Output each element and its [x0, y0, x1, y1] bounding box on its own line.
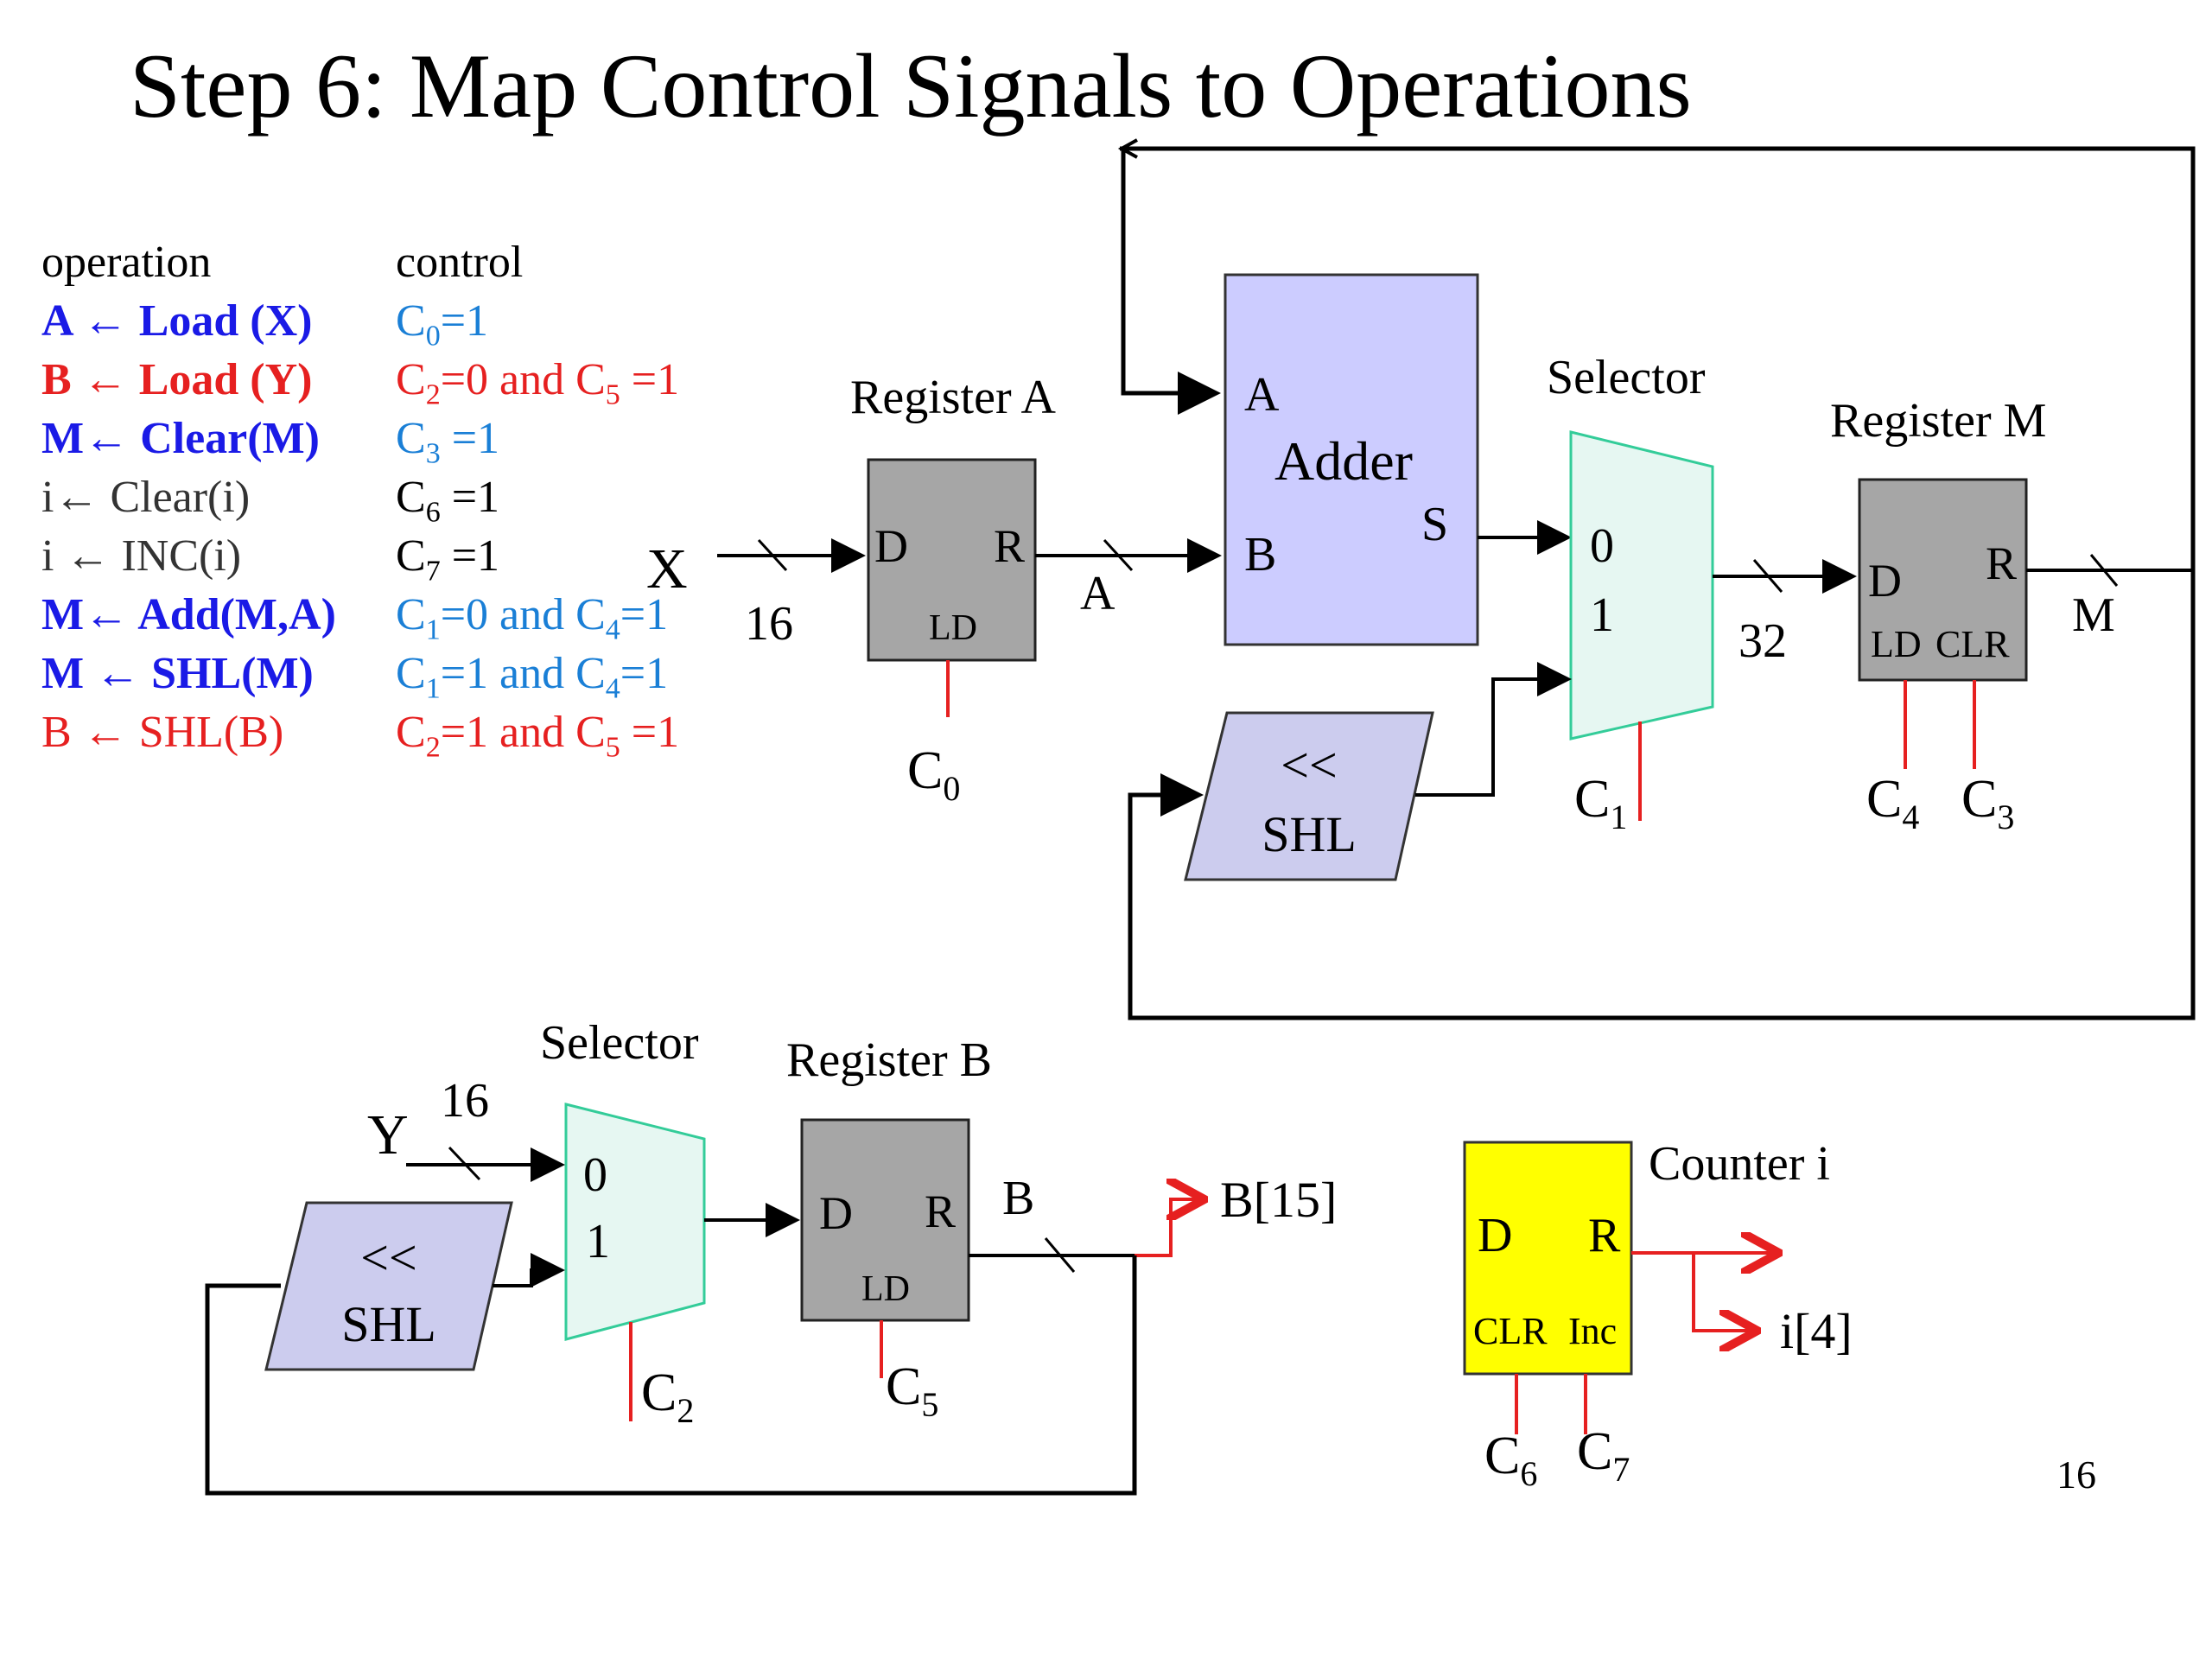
register-m-clr: CLR	[1936, 623, 2010, 665]
wire-b-label: B	[1002, 1172, 1034, 1225]
left-arrow-icon: ←	[82, 708, 128, 757]
register-b-ld: LD	[861, 1269, 910, 1309]
i4-label: i[4]	[1780, 1303, 1853, 1359]
wire-m-label: M	[2072, 588, 2115, 642]
control-cell: C7 =1	[396, 531, 500, 588]
control-cell: C1=0 and C4=1	[396, 590, 669, 646]
wire-shl-bottom-loop	[205, 1255, 1137, 1496]
register-a-d: D	[874, 520, 908, 572]
selector-top: Selector 0 1 C1	[1547, 351, 1714, 836]
operation-header: operation	[41, 238, 212, 287]
register-m-control-clr: C3	[1961, 770, 2014, 836]
operation-cell: B ← Load (Y)	[41, 355, 313, 404]
adder: A Adder B S	[1224, 273, 1479, 646]
left-arrow-icon: ←	[84, 414, 130, 463]
wire-shl-top-loop	[1128, 570, 2196, 1020]
page-number: 16	[2056, 1452, 2096, 1497]
counter-control-inc: C7	[1577, 1422, 1630, 1489]
shl-bottom: << SHL	[264, 1201, 513, 1371]
register-b-d: D	[819, 1187, 853, 1239]
register-m: Register M D R LD CLR C4 C3	[1830, 394, 2046, 836]
operation-cell: M← Clear(M)	[41, 414, 320, 463]
control-cell: C1=1 and C4=1	[396, 649, 669, 705]
register-a: Register A D R LD C0	[850, 371, 1057, 808]
control-cell: C3 =1	[396, 414, 500, 470]
wire-shl-bottom-out	[493, 1253, 565, 1287]
adder-in-a: A	[1244, 368, 1280, 422]
register-b: Register B D R LD C5	[786, 1033, 992, 1424]
input-x: X	[646, 537, 688, 601]
adder-in-b: B	[1244, 528, 1276, 582]
control-cell: C2=1 and C5 =1	[396, 708, 680, 764]
left-arrow-icon: ←	[65, 531, 111, 581]
control-cell: C0=1	[396, 296, 489, 353]
shl-bottom-line2: SHL	[341, 1296, 436, 1352]
operation-cell: A ← Load (X)	[41, 296, 313, 346]
control-cell: C2=0 and C5 =1	[396, 355, 680, 411]
page-title: Step 6: Map Control Signals to Operation…	[130, 35, 1692, 137]
adder-out-s: S	[1421, 498, 1448, 551]
adder-title: Adder	[1274, 430, 1413, 492]
operation-cell: B ← SHL(B)	[41, 708, 284, 757]
register-b-title: Register B	[786, 1033, 992, 1087]
left-arrow-icon: ←	[54, 473, 99, 522]
selector-top-in0: 0	[1590, 519, 1614, 573]
selector-top-control: C1	[1574, 770, 1627, 836]
width-32: 32	[1738, 614, 1787, 668]
left-arrow-icon: ←	[95, 649, 141, 698]
wire-i4	[1692, 1253, 1754, 1331]
register-a-ld: LD	[929, 608, 977, 648]
wire-b15	[1135, 1199, 1201, 1257]
counter-title: Counter i	[1649, 1137, 1830, 1191]
width-x: 16	[745, 597, 793, 651]
register-b-control: C5	[886, 1357, 938, 1424]
selector-bottom-in1: 1	[586, 1215, 610, 1268]
shl-bottom-line1: <<	[360, 1230, 416, 1286]
counter-clr: CLR	[1473, 1310, 1548, 1352]
register-a-title: Register A	[850, 371, 1057, 424]
selector-bottom-title: Selector	[540, 1016, 699, 1070]
counter-i: Counter i D R CLR Inc C6 C7	[1463, 1137, 1830, 1493]
control-cell: C6 =1	[396, 473, 500, 529]
width-y: 16	[441, 1074, 489, 1128]
wire-a-label: A	[1080, 567, 1116, 620]
left-arrow-icon: ←	[82, 355, 128, 404]
left-arrow-icon: ←	[82, 296, 128, 346]
register-m-control-ld: C4	[1866, 770, 1919, 836]
wire-shl-top-out	[1415, 662, 1572, 797]
selector-top-title: Selector	[1547, 351, 1706, 404]
counter-control-clr: C6	[1484, 1427, 1537, 1493]
b15-label: B[15]	[1220, 1172, 1337, 1228]
register-m-r: R	[1986, 537, 2017, 589]
control-header: control	[396, 238, 524, 287]
register-a-control: C0	[907, 741, 960, 808]
register-b-r: R	[925, 1185, 956, 1237]
operation-cell: M ← SHL(M)	[41, 649, 314, 698]
selector-bottom-control: C2	[641, 1363, 694, 1430]
input-y: Y	[367, 1103, 409, 1166]
counter-inc: Inc	[1568, 1310, 1617, 1352]
register-a-r: R	[994, 520, 1025, 572]
operation-cell: i← Clear(i)	[41, 473, 251, 522]
counter-r: R	[1588, 1209, 1621, 1262]
operation-cell: M← Add(M,A)	[41, 590, 336, 639]
selector-bottom: Selector 0 1 C2	[540, 1016, 706, 1430]
shl-top-line1: <<	[1281, 737, 1337, 793]
left-arrow-icon: ←	[84, 590, 130, 639]
shl-top: << SHL	[1184, 711, 1434, 881]
register-m-ld: LD	[1871, 623, 1922, 665]
shl-top-line2: SHL	[1262, 806, 1357, 862]
counter-d: D	[1478, 1209, 1512, 1262]
selector-bottom-in0: 0	[583, 1148, 607, 1202]
selector-top-in1: 1	[1590, 588, 1614, 642]
operation-cell: i ← INC(i)	[41, 531, 242, 581]
register-m-title: Register M	[1830, 394, 2046, 448]
register-m-d: D	[1868, 555, 1902, 607]
arrow-head-feedback	[1117, 138, 1138, 159]
